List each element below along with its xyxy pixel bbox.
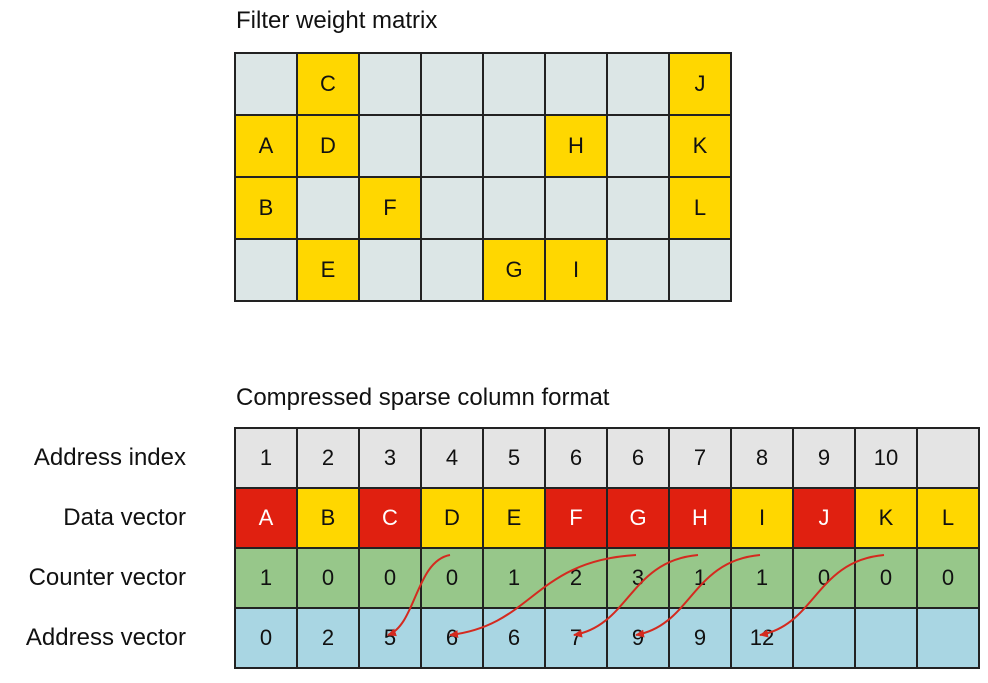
- data-cell: C: [360, 489, 420, 547]
- matrix-empty-cell: [422, 240, 482, 300]
- address-cell: 7: [546, 609, 606, 667]
- data-cell: D: [422, 489, 482, 547]
- matrix-weight-b: B: [236, 178, 296, 238]
- matrix-empty-cell: [484, 178, 544, 238]
- matrix-empty-cell: [484, 54, 544, 114]
- counter-cell: 0: [856, 549, 916, 607]
- matrix-weight-i: I: [546, 240, 606, 300]
- counter-cell: 0: [794, 549, 854, 607]
- data-cell: I: [732, 489, 792, 547]
- address-cell: 5: [360, 609, 420, 667]
- address-cell: 9: [670, 609, 730, 667]
- index-cell: 4: [422, 429, 482, 487]
- index-cell: 1: [236, 429, 296, 487]
- matrix-weight-l: L: [670, 178, 730, 238]
- address-cell: 6: [422, 609, 482, 667]
- matrix-empty-cell: [422, 178, 482, 238]
- matrix-empty-cell: [608, 178, 668, 238]
- data-cell: K: [856, 489, 916, 547]
- counter-cell: 1: [484, 549, 544, 607]
- address-cell: 6: [484, 609, 544, 667]
- counter-cell: 2: [546, 549, 606, 607]
- matrix-empty-cell: [422, 116, 482, 176]
- counter-cell: 0: [360, 549, 420, 607]
- matrix-weight-g: G: [484, 240, 544, 300]
- counter-cell: 0: [298, 549, 358, 607]
- matrix-empty-cell: [484, 116, 544, 176]
- address-cell: [794, 609, 854, 667]
- index-cell: 6: [546, 429, 606, 487]
- row-label-data: Data vector: [63, 504, 186, 531]
- matrix-empty-cell: [360, 54, 420, 114]
- index-cell: 6: [608, 429, 668, 487]
- data-cell: E: [484, 489, 544, 547]
- matrix-empty-cell: [546, 178, 606, 238]
- address-cell: [918, 609, 978, 667]
- index-cell: 3: [360, 429, 420, 487]
- index-cell: 5: [484, 429, 544, 487]
- data-cell: J: [794, 489, 854, 547]
- matrix-empty-cell: [608, 240, 668, 300]
- matrix-empty-cell: [608, 54, 668, 114]
- matrix-empty-cell: [546, 54, 606, 114]
- matrix-weight-j: J: [670, 54, 730, 114]
- matrix-empty-cell: [236, 240, 296, 300]
- matrix-empty-cell: [360, 116, 420, 176]
- counter-cell: 0: [422, 549, 482, 607]
- matrix-weight-c: C: [298, 54, 358, 114]
- counter-cell: 1: [236, 549, 296, 607]
- address-cell: [856, 609, 916, 667]
- address-cell: 0: [236, 609, 296, 667]
- index-cell: 10: [856, 429, 916, 487]
- data-cell: F: [546, 489, 606, 547]
- matrix-empty-cell: [360, 240, 420, 300]
- row-label-index: Address index: [33, 444, 186, 471]
- row-label-counter: Counter vector: [28, 564, 186, 591]
- data-cell: G: [608, 489, 668, 547]
- matrix-weight-e: E: [298, 240, 358, 300]
- index-cell: 7: [670, 429, 730, 487]
- data-cell: H: [670, 489, 730, 547]
- counter-cell: 1: [670, 549, 730, 607]
- data-cell: A: [236, 489, 296, 547]
- matrix-weight-a: A: [236, 116, 296, 176]
- matrix-weight-f: F: [360, 178, 420, 238]
- address-cell: 9: [608, 609, 668, 667]
- matrix-empty-cell: [670, 240, 730, 300]
- matrix-weight-d: D: [298, 116, 358, 176]
- matrix-title: Filter weight matrix: [236, 7, 438, 34]
- matrix-empty-cell: [608, 116, 668, 176]
- index-cell: 8: [732, 429, 792, 487]
- index-cell: 9: [794, 429, 854, 487]
- counter-cell: 0: [918, 549, 978, 607]
- data-cell: L: [918, 489, 978, 547]
- counter-cell: 3: [608, 549, 668, 607]
- matrix-empty-cell: [236, 54, 296, 114]
- row-label-address: Address vector: [25, 624, 186, 651]
- data-cell: B: [298, 489, 358, 547]
- matrix-weight-h: H: [546, 116, 606, 176]
- index-cell: 2: [298, 429, 358, 487]
- matrix-weight-k: K: [670, 116, 730, 176]
- counter-cell: 1: [732, 549, 792, 607]
- csc-title: Compressed sparse column format: [236, 384, 610, 411]
- address-cell: 2: [298, 609, 358, 667]
- matrix-empty-cell: [422, 54, 482, 114]
- address-cell: 12: [732, 609, 792, 667]
- matrix-empty-cell: [298, 178, 358, 238]
- index-cell: [918, 429, 978, 487]
